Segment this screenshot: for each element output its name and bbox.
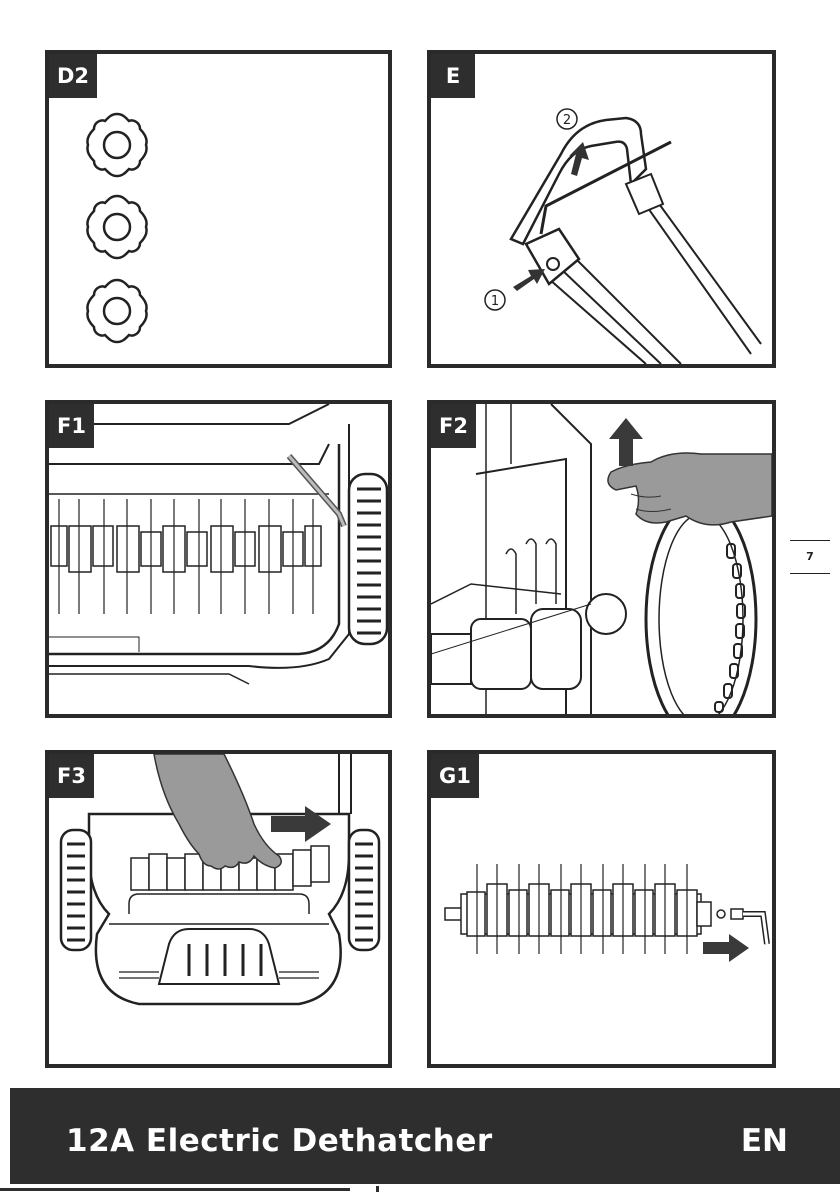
- page-number: 7: [790, 540, 830, 574]
- bottom-rule: [0, 1188, 350, 1191]
- figure-label-f2: F2: [431, 404, 476, 448]
- knob-illustration: [49, 54, 388, 364]
- language-code: EN: [741, 1088, 788, 1194]
- handle-illustration: 1 2: [431, 54, 772, 364]
- figure-label-d2: D2: [49, 54, 97, 98]
- roller-housing-illustration: [49, 404, 388, 714]
- wheel-removal-illustration: [431, 404, 772, 714]
- step-number-2: 2: [563, 113, 571, 128]
- figure-e: E 1 2: [427, 50, 776, 368]
- product-title: 12A Electric Dethatcher: [66, 1088, 493, 1194]
- figure-label-e: E: [431, 54, 475, 98]
- figure-label-f3: F3: [49, 754, 94, 798]
- figure-d2: D2: [45, 50, 392, 368]
- roller-removal-illustration: [431, 754, 772, 1064]
- bottom-tick: [376, 1186, 379, 1192]
- figure-f3: F3: [45, 750, 392, 1068]
- figure-f2: F2: [427, 400, 776, 718]
- knob-1: [87, 114, 146, 176]
- knob-3: [87, 280, 146, 342]
- knob-2: [87, 196, 146, 258]
- step-number-1: 1: [491, 294, 499, 309]
- roller-slide-illustration: [49, 754, 388, 1064]
- figure-label-f1: F1: [49, 404, 94, 448]
- figure-label-g1: G1: [431, 754, 479, 798]
- figure-g1: G1: [427, 750, 776, 1068]
- figure-f1: F1: [45, 400, 392, 718]
- footer-banner: 12A Electric Dethatcher EN: [10, 1088, 840, 1184]
